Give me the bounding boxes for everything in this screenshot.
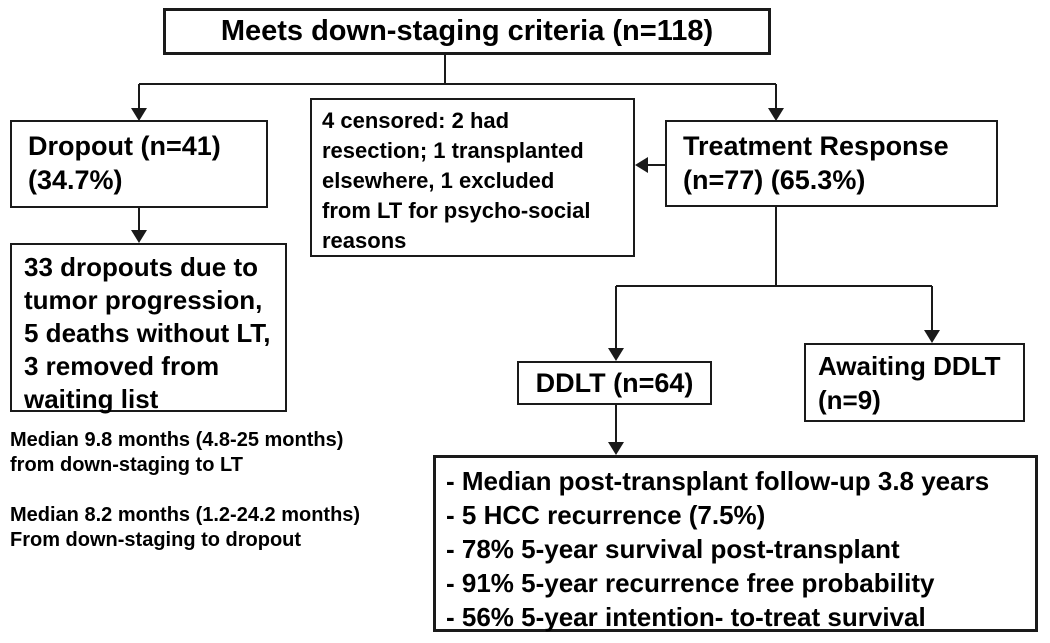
arrowhead-down-ddlt [608,348,624,361]
node-ddlt: DDLT (n=64) [517,361,712,405]
edge-dropout-to-detail [131,208,147,243]
arrowhead-down-dropout [131,108,147,121]
edge-root-split [139,55,776,85]
edge-treatment-response-to-censored [635,157,665,173]
arrowhead-left-censored [635,157,648,173]
edge-split-to-ddlt [608,286,624,361]
edge-treatment-response-split [616,207,932,287]
node-treatment-response: Treatment Response (n=77) (65.3%) [665,120,998,207]
node-awaiting-ddlt: Awaiting DDLT (n=9) [804,343,1025,422]
node-meets-downstaging-criteria-label: Meets down-staging criteria (n=118) [220,15,714,47]
annotation-median-downstaging-to-lt: Median 9.8 months (4.8-25 months) from d… [10,429,344,476]
edge-ddlt-to-outcomes [608,405,624,455]
edge-root-to-dropout [131,84,147,121]
node-ddlt-label: DDLT (n=64) [535,367,694,398]
node-transplant-outcomes: - Median post-transplant follow-up 3.8 y… [433,455,1038,632]
annotation-median-downstaging-to-dropout: Median 8.2 months (1.2-24.2 months) From… [10,504,361,551]
arrowhead-down-dropout-detail [131,230,147,243]
node-meets-downstaging-criteria: Meets down-staging criteria (n=118) [163,8,771,55]
node-dropout-detail: 33 dropouts due to tumor progression, 5 … [10,243,287,414]
arrowhead-down-outcomes [608,442,624,455]
arrowhead-down-treatment-response [768,108,784,121]
node-censored: 4 censored: 2 had resection; 1 transplan… [310,98,635,257]
node-dropout: Dropout (n=41) (34.7%) [10,120,268,208]
edge-root-to-treatment-response [768,84,784,121]
arrowhead-down-awaiting-ddlt [924,330,940,343]
edge-split-to-awaiting-ddlt [924,286,940,343]
